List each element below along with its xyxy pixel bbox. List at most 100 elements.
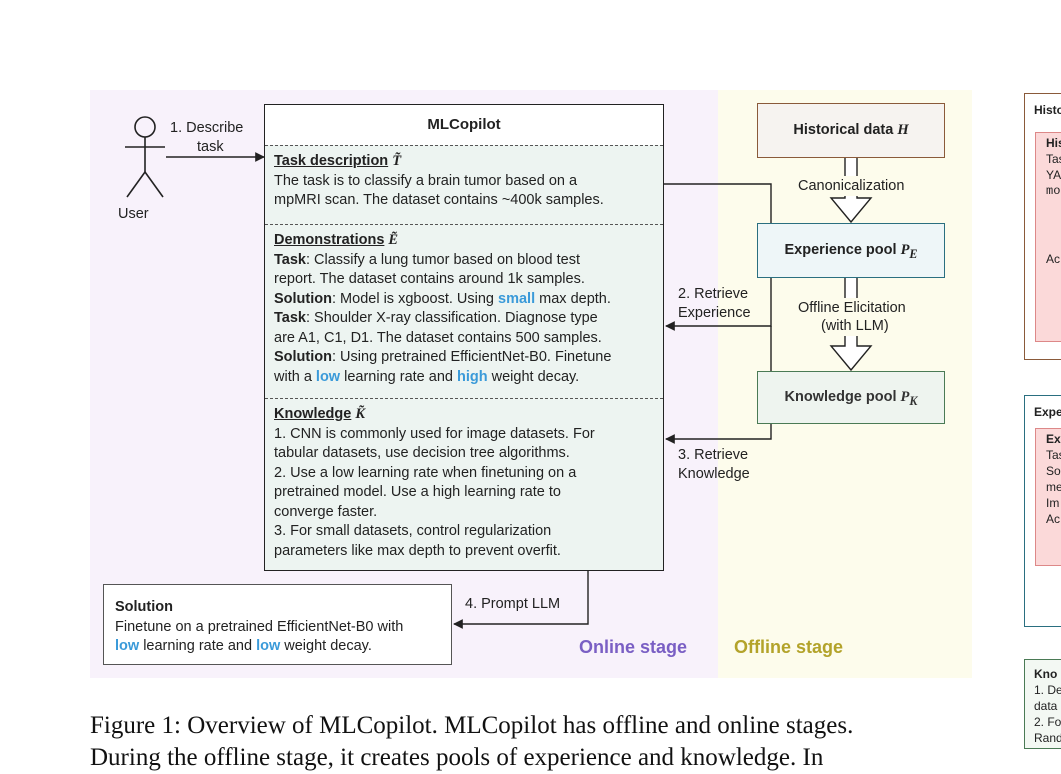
demonstrations-title: Demonstrations: [274, 232, 385, 248]
demo1-solution-label: Solution: [274, 290, 332, 307]
knowledge-symbol: K̃: [355, 406, 366, 422]
knowledge-line: parameters like max depth to prevent ove…: [274, 542, 561, 559]
solution-line-1: Finetune on a pretrained EfficientNet-B0…: [115, 618, 404, 635]
demo-symbol: Ẽ: [388, 232, 399, 248]
knowledge-line: 1. CNN is commonly used for image datase…: [274, 425, 595, 442]
demo2-solution-2a: with a: [274, 368, 316, 385]
knowledge-pool-box: Knowledge pool PK: [757, 371, 945, 424]
offline-stage-label: Offline stage: [734, 637, 844, 657]
retrieve-knowledge-label-1: 3. Retrieve: [678, 447, 749, 463]
demo2-solution-2b: learning rate and: [340, 368, 457, 385]
knowledge-line: tabular datasets, use decision tree algo…: [274, 445, 570, 461]
right-panel-experience: Expe Ex Tas So me Im Ac: [1024, 395, 1061, 627]
demo2-task-text-2: are A1, C1, D1. The dataset contains 500…: [274, 329, 602, 346]
right-panel-1-line: mo: [1046, 184, 1061, 198]
prompt-llm-label: 4. Prompt LLM: [465, 596, 561, 612]
right-panel-historical: Histo His Tas YA mo Ac: [1024, 93, 1061, 360]
elicitation-label-1: Offline Elicitation: [798, 300, 906, 316]
experience-label: Experience pool: [784, 242, 897, 258]
right-panel-3-title: Kno: [1034, 667, 1058, 681]
knowledge-line: 3. For small datasets, control regulariz…: [274, 523, 552, 539]
right-panel-1-inner: His Tas YA mo Ac: [1035, 132, 1061, 342]
knowledge-line: converge faster.: [274, 503, 378, 520]
retrieve-knowledge-arrow: [665, 424, 772, 444]
highlight-low: low: [315, 368, 341, 385]
task-to-pool-line: [664, 183, 772, 223]
solution-title: Solution: [115, 599, 173, 615]
right-panel-2-inner: Ex Tas So me Im Ac: [1035, 428, 1061, 566]
knowledge-title: Knowledge: [274, 406, 352, 422]
historical-label: Historical data: [793, 122, 894, 138]
knowledge-pool-label: Knowledge pool: [784, 389, 897, 405]
task-text-2: mpMRI scan. The dataset contains ~400k s…: [274, 192, 604, 208]
describe-label-1: 1. Describe: [170, 120, 244, 136]
right-panel-2-inner-title: Ex: [1046, 432, 1061, 446]
demo1-solution-end: max depth.: [535, 290, 611, 307]
right-panel-2-line: Ac: [1046, 512, 1061, 526]
demo1-solution-text: : Model is xgboost. Using: [332, 290, 499, 307]
elicitation-label-2: (with LLM): [821, 318, 889, 334]
user-label: User: [118, 206, 149, 222]
task-description-section: Task description T̃ The task is to class…: [265, 145, 663, 224]
knowledge-section: Knowledge K̃ 1. CNN is commonly used for…: [265, 398, 663, 570]
right-panel-1-extra: Ac: [1046, 252, 1061, 266]
retrieve-experience-label-1: 2. Retrieve: [678, 286, 749, 302]
solution-mid: learning rate and: [139, 638, 257, 654]
right-panel-knowledge: Kno 1. De data 2. Fo Rand: [1024, 659, 1061, 749]
retrieve-experience-label-2: Experience: [678, 305, 751, 321]
right-panel-3-line: data: [1034, 699, 1058, 713]
prompt-llm-arrow: [453, 571, 589, 629]
demonstrations-section: Demonstrations Ẽ Task: Classify a lung t…: [265, 224, 663, 398]
solution-box: Solution Finetune on a pretrained Effici…: [103, 584, 452, 665]
describe-label-2: task: [197, 139, 224, 155]
right-panel-3-line: 1. De: [1034, 683, 1061, 697]
solution-highlight-low-1: low: [115, 638, 140, 654]
right-panel-1-title: Histo: [1034, 103, 1061, 117]
caption-line-1: Figure 1: Overview of MLCopilot. MLCopil…: [90, 712, 854, 739]
experience-pool-box: Experience pool PE: [757, 223, 945, 278]
right-panel-2-line: So: [1046, 464, 1061, 478]
demo1-task-text: : Classify a lung tumor based on blood t…: [305, 251, 581, 268]
task-text-1: The task is to classify a brain tumor ba…: [274, 172, 578, 189]
mlcopilot-box: MLCopilot Task description T̃ The task i…: [264, 104, 664, 571]
caption-line-2: During the offline stage, it creates poo…: [90, 744, 824, 771]
demo2-task-label: Task: [274, 310, 306, 326]
right-panel-3-line: Rand: [1034, 731, 1061, 745]
figure-caption: Figure 1: Overview of MLCopilot. MLCopil…: [90, 710, 1050, 774]
historical-symbol: H: [897, 122, 909, 138]
right-panel-2-line: Im: [1046, 496, 1060, 510]
task-symbol: T̃: [392, 153, 402, 169]
right-panel-2-line: Tas: [1046, 448, 1061, 462]
historical-data-box: Historical data H: [757, 103, 945, 158]
mlcopilot-title: MLCopilot: [427, 116, 501, 133]
knowledge-pool-symbol: P: [900, 389, 910, 405]
right-panel-3-body: 1. De data 2. Fo Rand: [1025, 682, 1061, 746]
right-panel-2-title: Expe: [1034, 405, 1061, 419]
right-panel-1-inner-title: His: [1046, 136, 1061, 150]
right-panel-3-line: 2. Fo: [1034, 715, 1061, 729]
experience-symbol: P: [900, 242, 910, 258]
right-panel-1-line: Tas: [1046, 152, 1061, 166]
solution-highlight-low-2: low: [256, 638, 281, 654]
solution-end: weight decay.: [280, 638, 372, 654]
knowledge-line: pretrained model. Use a high learning ra…: [274, 484, 561, 500]
demo2-solution-text: : Using pretrained EfficientNet-B0. Fine…: [332, 349, 612, 365]
user-icon: [125, 116, 165, 198]
demo1-task-text-2: report. The dataset contains around 1k s…: [274, 271, 585, 287]
canonicalization-label: Canonicalization: [798, 178, 905, 194]
demo2-solution-2c: weight decay.: [487, 368, 580, 385]
demo1-task-label: Task: [274, 251, 306, 268]
online-stage-label: Online stage: [579, 637, 688, 657]
highlight-high: high: [456, 368, 488, 385]
retrieve-knowledge-label-2: Knowledge: [678, 466, 750, 482]
knowledge-pool-subscript: K: [909, 393, 918, 408]
task-description-title: Task description: [274, 153, 389, 169]
right-panel-2-line: me: [1046, 480, 1061, 494]
knowledge-line: 2. Use a low learning rate when finetuni…: [274, 464, 577, 481]
demo2-solution-label: Solution: [274, 349, 332, 365]
right-panel-1-line: YA: [1046, 168, 1061, 182]
demo2-task-text: : Shoulder X-ray classification. Diagnos…: [305, 310, 598, 326]
highlight-small: small: [498, 290, 536, 307]
experience-subscript: E: [909, 246, 918, 261]
